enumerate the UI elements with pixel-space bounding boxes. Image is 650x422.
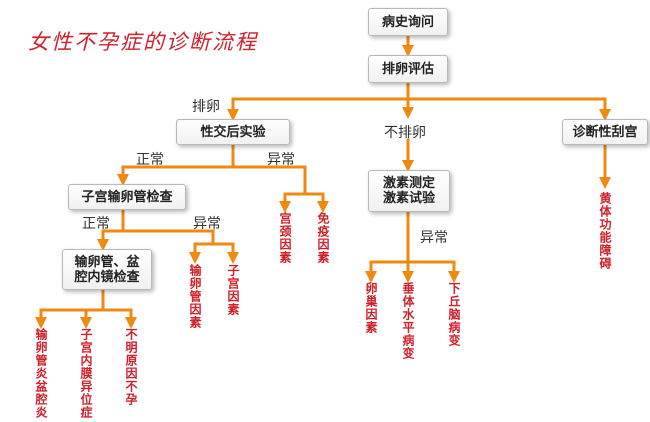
hormone-abnormal-label: 异常: [420, 230, 448, 246]
history-inquiry-box: 病史询问: [368, 8, 448, 36]
ovarian-factor-text: 卵巢因素: [364, 282, 378, 334]
immune-factor-text: 免疫因素: [316, 212, 330, 264]
laparoscopy-line-2: 腔内镜检查: [74, 269, 140, 285]
laparoscopy-line-1: 输卵管、盆: [74, 254, 140, 270]
laparoscopy-label: 输卵管、盆 腔内镜检查: [74, 255, 139, 285]
cervical-factor-text: 宫颈因素: [278, 212, 292, 264]
postcoital-test-box: 性交后实验: [176, 119, 290, 145]
postcoital-test-label: 性交后实验: [200, 124, 266, 140]
uterine-tubal-exam-box: 子宫输卵管检查: [68, 184, 186, 210]
hormone-test-box: 激素测定 激素试验: [368, 170, 450, 212]
anovulatory-label: 不排卵: [384, 125, 426, 141]
history-inquiry-label: 病史询问: [381, 14, 434, 30]
uterine-factor-text: 子宫因素: [226, 264, 240, 316]
pituitary-lesion-text: 垂体水平病变: [401, 282, 415, 360]
postcoital-normal-label: 正常: [136, 152, 164, 168]
endometriosis-text: 子宫内膜异位症: [79, 328, 93, 419]
diagnostic-curettage-box: 诊断性刮宫: [562, 119, 648, 145]
unexplained-infertility-text: 不明原因不孕: [124, 328, 138, 406]
ovulatory-label: 排卵: [192, 99, 220, 115]
hsg-abnormal-label: 异常: [193, 216, 221, 232]
page-title: 女性不孕症的诊断流程: [28, 30, 258, 54]
luteal-insufficiency-text: 黄体功能障碍: [598, 192, 612, 270]
diagnostic-curettage-label: 诊断性刮宫: [572, 124, 638, 140]
hormone-test-line-1: 激素测定: [382, 176, 435, 191]
hypothalamic-lesion-text: 下丘脑病变: [447, 282, 461, 347]
ovulation-evaluation-label: 排卵评估: [381, 61, 434, 77]
uterine-tubal-exam-label: 子宫输卵管检查: [81, 189, 173, 205]
ovulation-evaluation-box: 排卵评估: [368, 55, 448, 83]
hsg-normal-label: 正常: [82, 216, 110, 232]
salpingitis-pelvic-text: 输卵管炎盆腔炎: [34, 328, 48, 419]
laparoscopy-box: 输卵管、盆 腔内镜检查: [62, 249, 152, 290]
hormone-test-label: 激素测定 激素试验: [383, 176, 435, 206]
tubal-factor-text: 输卵管因素: [188, 264, 202, 329]
postcoital-abnormal-label: 异常: [267, 152, 295, 168]
hormone-test-line-2: 激素试验: [382, 191, 435, 206]
